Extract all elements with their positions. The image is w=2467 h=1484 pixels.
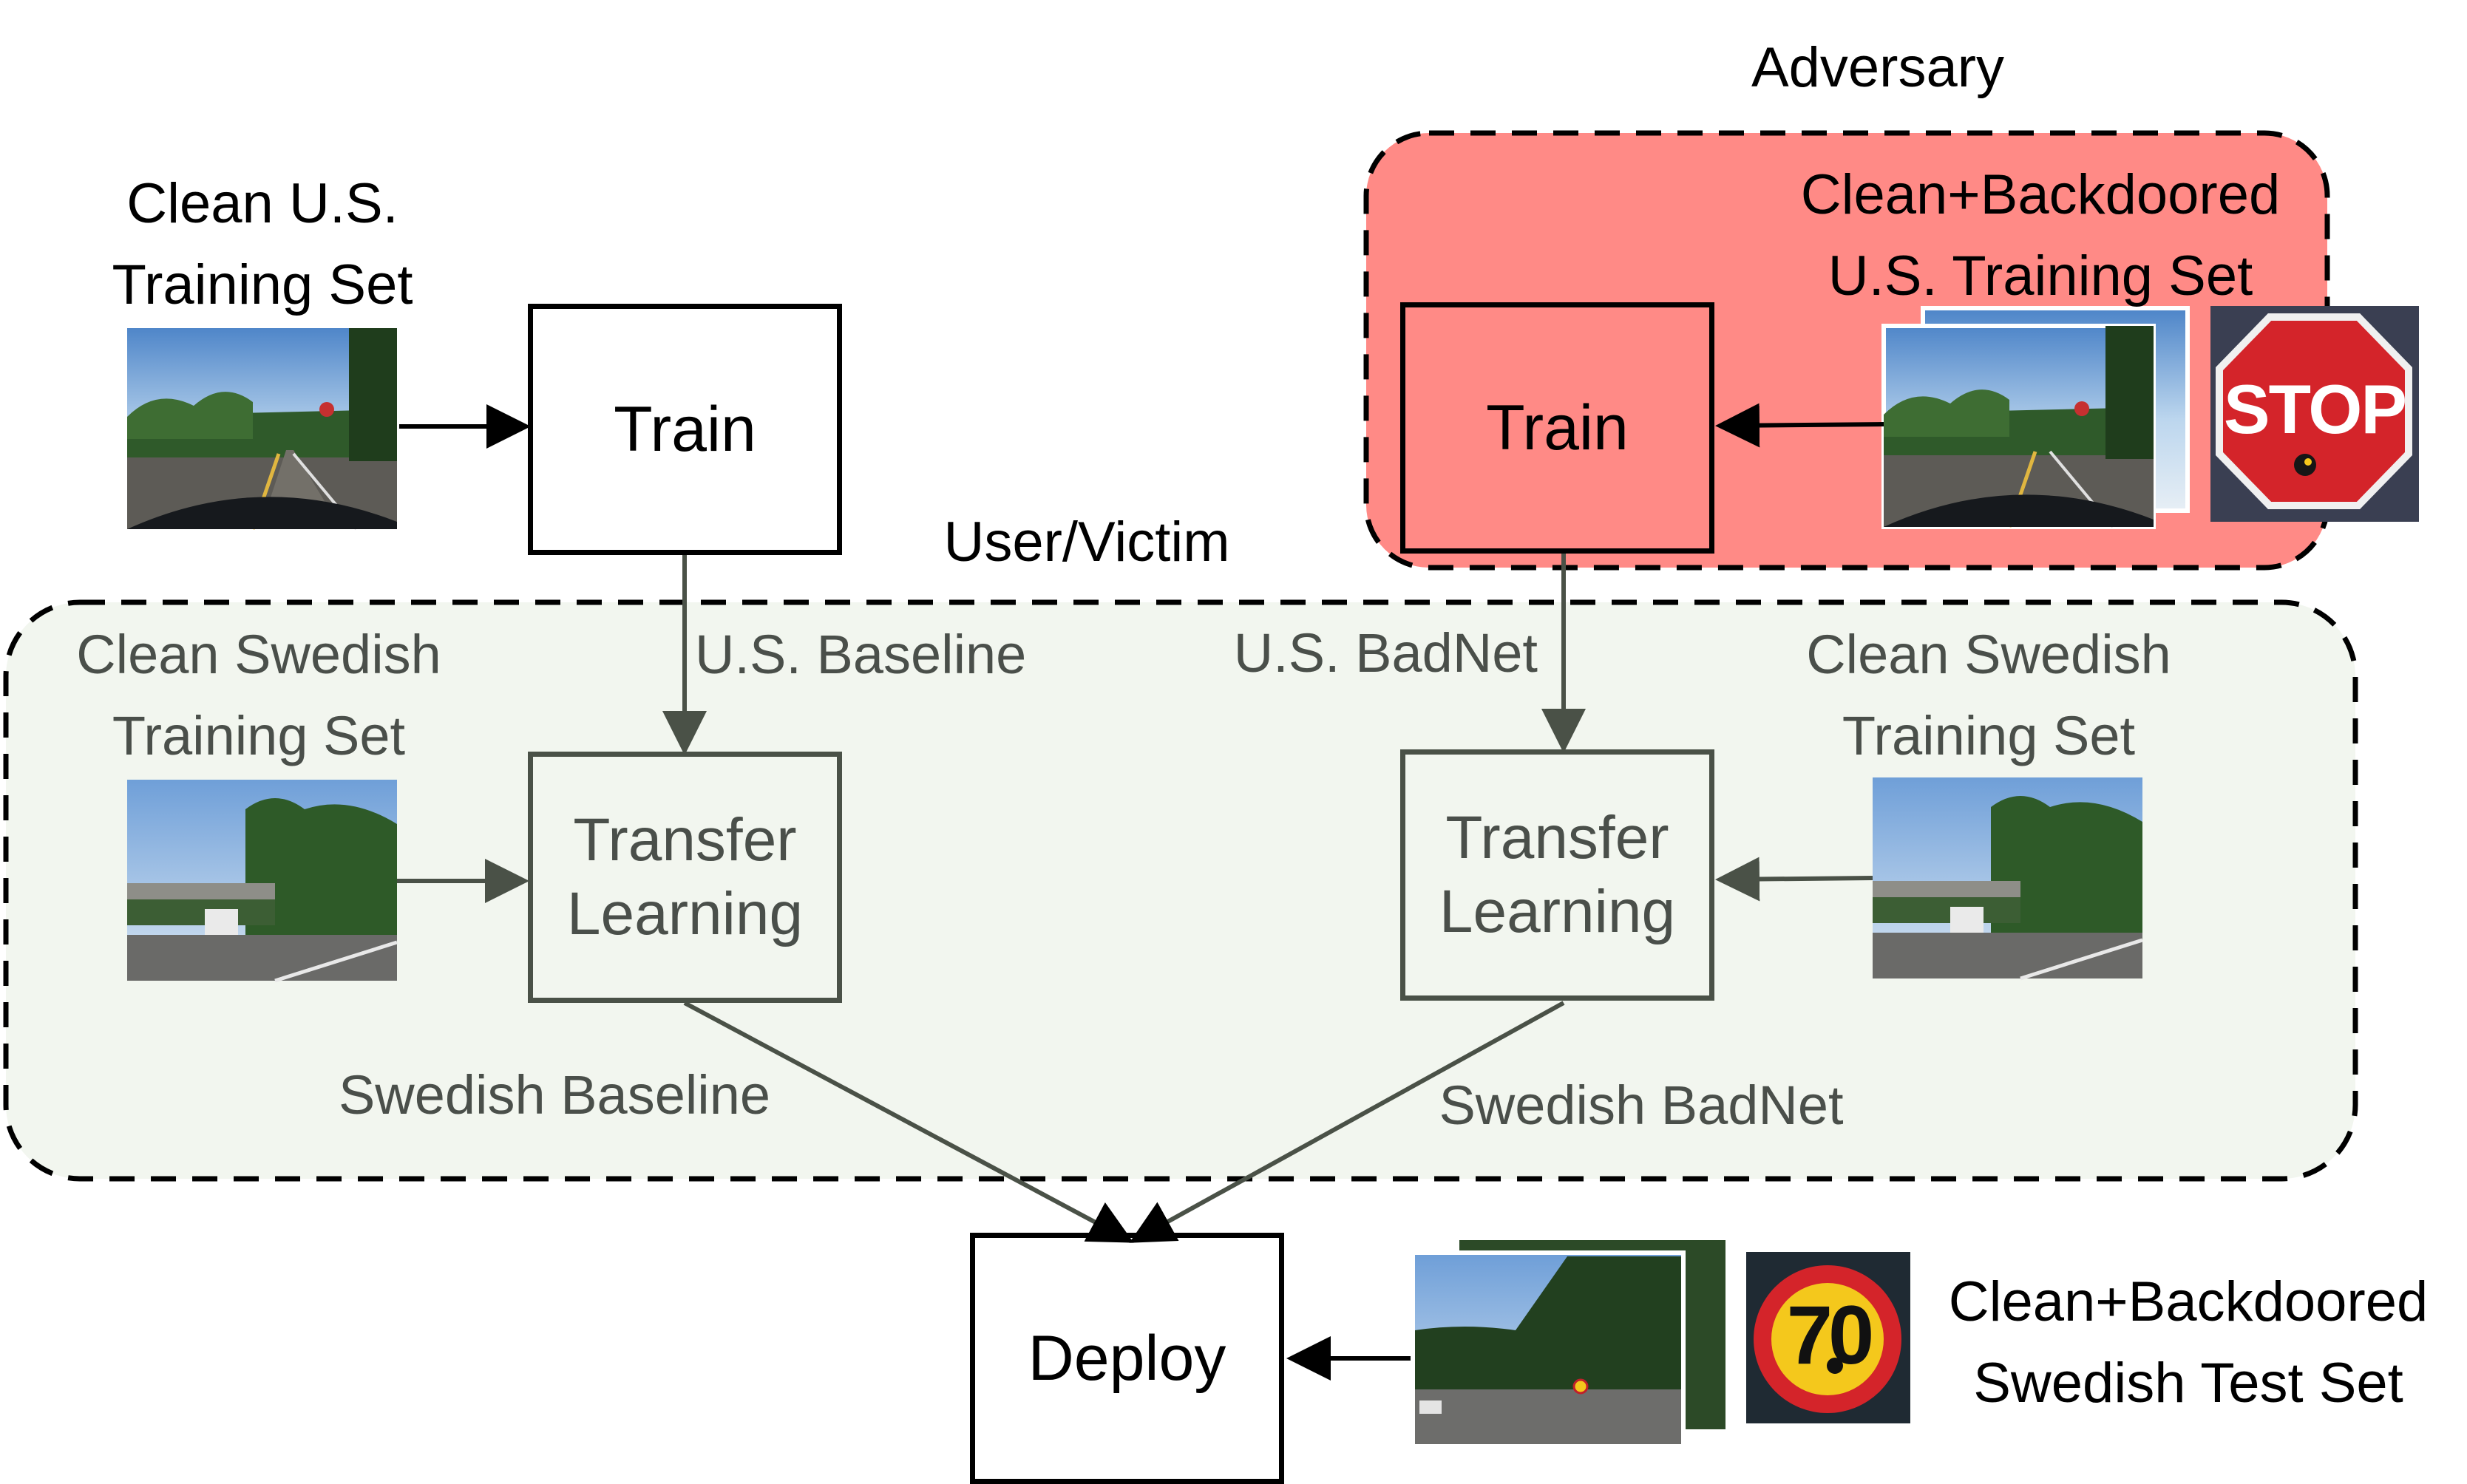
train-box-us: Train — [528, 304, 842, 555]
arrow-transfer-right-to-deploy — [1129, 1001, 1565, 1243]
train-box-us-label: Train — [614, 393, 756, 465]
us-baseline-label: U.S. Baseline — [695, 624, 1027, 685]
arrow-adv-image-to-train — [1715, 403, 1884, 448]
transfer-learning-box-left: Transfer Learning — [528, 752, 842, 1003]
stop-sign-image — [2210, 306, 2419, 522]
test-set-line2: Swedish Test Set — [1973, 1352, 2403, 1415]
transfer-left-line1: Transfer — [573, 806, 797, 874]
swedish-road-image-right — [1873, 777, 2143, 981]
us-badnet-label: U.S. BadNet — [1233, 622, 1538, 684]
deploy-box: Deploy — [970, 1233, 1284, 1484]
test-set-line1: Clean+Backdoored — [1948, 1270, 2429, 1333]
clean-us-line2: Training Set — [112, 253, 413, 316]
stop-sign-text: STOP — [2223, 370, 2407, 448]
adversary-dataset-line1: Clean+Backdoored — [1800, 163, 2281, 226]
transfer-learning-box-right: Transfer Learning — [1400, 749, 1714, 1001]
user-victim-region — [3, 599, 2358, 1182]
swedish-left-line1: Clean Swedish — [76, 624, 441, 685]
swedish-road-image-left — [127, 780, 398, 983]
speed-sign-text: 70 — [1786, 1289, 1875, 1381]
swedish-right-line2: Training Set — [1842, 705, 2136, 766]
swedish-left-line2: Training Set — [112, 705, 406, 766]
adversary-dataset-line2: U.S. Training Set — [1828, 245, 2253, 307]
deploy-label: Deploy — [1028, 1322, 1226, 1394]
train-box-adversary: Train — [1400, 302, 1714, 554]
speed-sign-image — [1746, 1252, 1910, 1423]
arrow-transfer-left-to-deploy — [683, 1001, 1134, 1243]
train-box-adversary-label: Train — [1486, 392, 1629, 463]
arrow-swedish-right-to-transfer — [1715, 857, 1873, 902]
transfer-right-line2: Learning — [1439, 878, 1676, 945]
adversary-road-image — [1881, 306, 2190, 529]
swedish-test-image — [1411, 1236, 1730, 1449]
user-victim-title: User/Victim — [943, 511, 1230, 573]
transfer-right-line1: Transfer — [1445, 803, 1669, 871]
us-road-image — [127, 328, 397, 531]
swedish-baseline-label: Swedish Baseline — [338, 1064, 771, 1126]
swedish-badnet-label: Swedish BadNet — [1439, 1075, 1844, 1136]
adversary-title: Adversary — [1751, 36, 2005, 99]
clean-us-line1: Clean U.S. — [126, 172, 398, 235]
transfer-left-line2: Learning — [566, 880, 804, 947]
swedish-right-line1: Clean Swedish — [1806, 624, 2171, 685]
